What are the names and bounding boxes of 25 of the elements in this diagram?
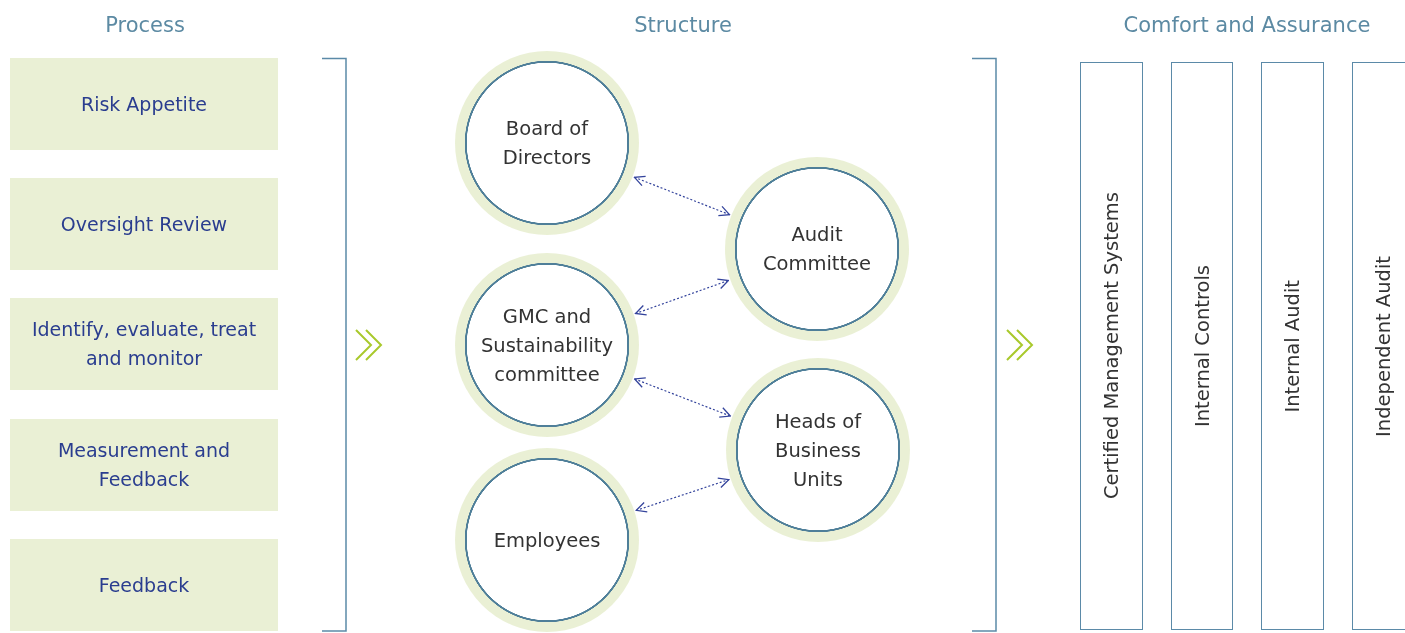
column-heading: Structure — [634, 13, 732, 37]
assurance-label: Internal Controls — [1190, 265, 1214, 427]
assurance-label: Certified Management Systems — [1100, 192, 1123, 500]
assurance-bar — [1261, 62, 1324, 630]
assurance-label: Internal Audit — [1281, 279, 1304, 413]
role-circle: GMC and Sustainability committee — [455, 253, 639, 437]
double-arrow — [634, 278, 730, 316]
assurance-label: Independent Audit — [1371, 255, 1395, 437]
assurance-bar — [1352, 62, 1405, 630]
process-box: Identify, evaluate, treat and monitor — [10, 298, 278, 390]
double-arrow — [635, 477, 730, 513]
role-circle: Board of Directors — [455, 51, 639, 235]
assurance-bar — [1080, 62, 1143, 630]
process-box: Risk Appetite — [10, 58, 278, 150]
process-box: Feedback — [10, 539, 278, 631]
role-circle: Audit Committee — [725, 157, 909, 341]
assurance-bar — [1171, 62, 1233, 630]
column-heading: Comfort and Assurance — [1123, 13, 1371, 37]
process-box: Oversight Review — [10, 178, 278, 270]
role-circle: Heads of Business Units — [726, 358, 910, 542]
role-circle: Employees — [455, 448, 639, 632]
column-heading: Process — [105, 13, 185, 37]
double-arrow — [634, 377, 731, 418]
process-box: Measurement and Feedback — [10, 419, 278, 511]
double-arrow — [633, 175, 731, 217]
